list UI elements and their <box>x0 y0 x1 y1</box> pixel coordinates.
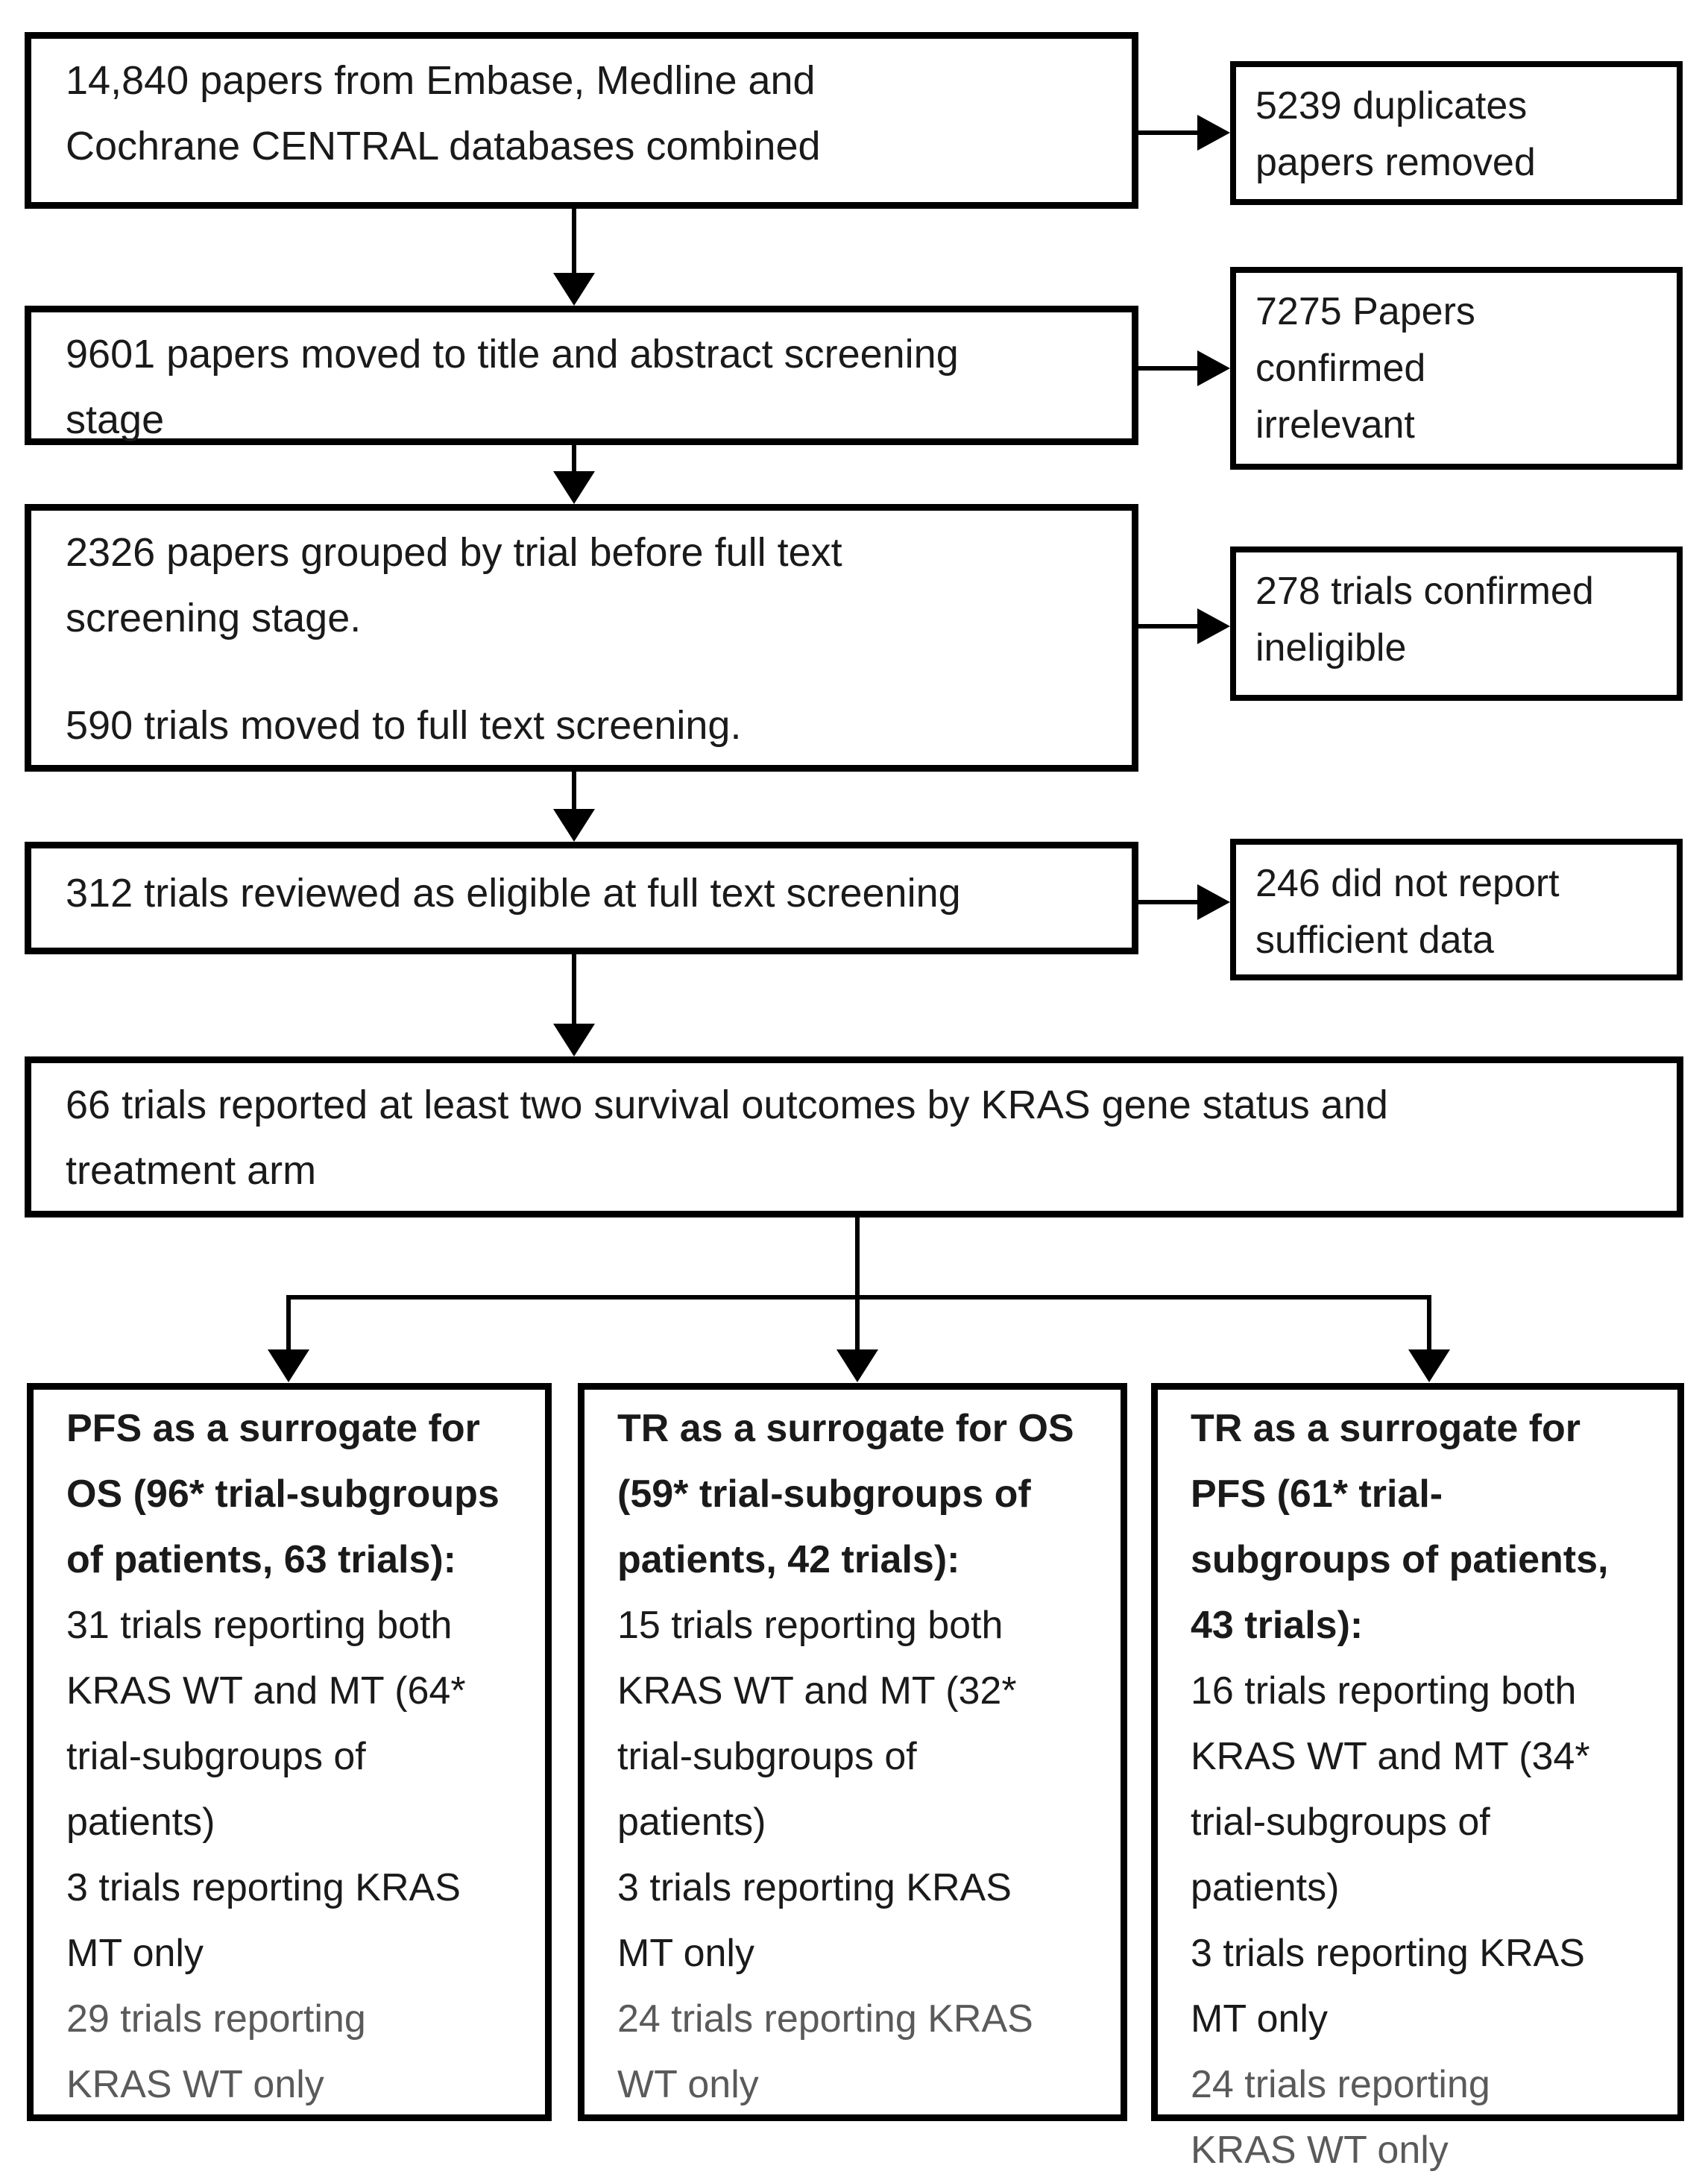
eligible-trials-box: 312 trials reviewed as eligible at full … <box>25 842 1138 954</box>
search-results-box: 14,840 papers from Embase, Medline and C… <box>25 32 1138 209</box>
arrow-head-icon <box>553 471 595 504</box>
pfs-os-body: 31 trials reporting both KRAS WT and MT … <box>66 1604 466 1975</box>
arrow-stem <box>572 209 576 274</box>
branch-arrow-right <box>1408 1295 1450 1382</box>
arrow-head-icon <box>553 273 595 306</box>
arrow-head-icon <box>553 809 595 842</box>
duplicates-removed-box: 5239 duplicates papers removed <box>1230 61 1683 205</box>
trials-moved-text: 590 trials moved to full text screening. <box>66 703 742 748</box>
arrow-head-icon <box>1197 884 1230 920</box>
tr-pfs-header: TR as a surrogate for PFS (61* trial- su… <box>1191 1407 1609 1647</box>
arrow-stem <box>572 954 576 1025</box>
ineligible-trials-box: 278 trials confirmed ineligible <box>1230 546 1683 701</box>
arrow-stem <box>1138 900 1199 904</box>
duplicates-removed-text: 5239 duplicates papers removed <box>1255 84 1536 184</box>
included-trials-text: 66 trials reported at least two survival… <box>66 1083 1388 1193</box>
tr-os-muted: 24 trials reporting KRAS WT only <box>617 1997 1033 2106</box>
irrelevant-papers-box: 7275 Papers confirmed irrelevant <box>1230 267 1683 470</box>
arrow-head-icon <box>1197 115 1230 151</box>
arrow-head-icon <box>836 1349 878 1382</box>
irrelevant-papers-text: 7275 Papers confirmed irrelevant <box>1255 290 1475 447</box>
arrow-head-icon <box>1408 1349 1450 1382</box>
insufficient-data-text: 246 did not report sufficient data <box>1255 862 1560 962</box>
branch-arrow-middle <box>836 1295 878 1382</box>
flow-arrow-down-3 <box>553 772 595 842</box>
tr-pfs-outcome-box: TR as a surrogate for PFS (61* trial- su… <box>1151 1383 1684 2172</box>
tr-os-header: TR as a surrogate for OS (59* trial-subg… <box>617 1407 1074 1581</box>
arrow-head-icon <box>1197 608 1230 644</box>
title-abstract-screening-box: 9601 papers moved to title and abstract … <box>25 306 1138 445</box>
arrow-stem <box>855 1295 860 1352</box>
flow-arrow-down-1 <box>553 209 595 306</box>
exclusion-arrow-1 <box>1138 115 1230 151</box>
full-text-grouping-box: 2326 papers grouped by trial before full… <box>25 504 1138 772</box>
tr-os-body: 15 trials reporting both KRAS WT and MT … <box>617 1604 1017 1975</box>
branch-arrow-left <box>268 1295 309 1382</box>
branch-stem <box>855 1217 860 1300</box>
arrow-stem <box>1138 130 1199 135</box>
arrow-stem <box>1427 1295 1431 1352</box>
flow-arrow-down-2 <box>553 445 595 504</box>
arrow-stem <box>1138 624 1199 629</box>
arrow-stem <box>1138 366 1199 371</box>
title-abstract-screening-text: 9601 papers moved to title and abstract … <box>66 332 959 442</box>
tr-pfs-muted: 24 trials reporting KRAS WT only <box>1191 2063 1490 2172</box>
pfs-os-header: PFS as a surrogate for OS (96* trial-sub… <box>66 1407 500 1581</box>
pfs-os-muted: 29 trials reporting KRAS WT only <box>66 1997 366 2106</box>
ineligible-trials-text: 278 trials confirmed ineligible <box>1255 570 1594 670</box>
arrow-head-icon <box>553 1024 595 1056</box>
eligible-trials-text: 312 trials reviewed as eligible at full … <box>66 871 961 916</box>
tr-pfs-body: 16 trials reporting both KRAS WT and MT … <box>1191 1669 1590 2041</box>
pfs-os-outcome-box: PFS as a surrogate for OS (96* trial-sub… <box>27 1383 552 2121</box>
arrow-head-icon <box>1197 350 1230 386</box>
arrow-stem <box>572 445 576 473</box>
arrow-stem <box>286 1295 291 1352</box>
exclusion-arrow-3 <box>1138 608 1230 644</box>
tr-os-outcome-box: TR as a surrogate for OS (59* trial-subg… <box>578 1383 1127 2121</box>
arrow-head-icon <box>268 1349 309 1382</box>
included-trials-box: 66 trials reported at least two survival… <box>25 1056 1683 1217</box>
flow-arrow-down-4 <box>553 954 595 1056</box>
insufficient-data-box: 246 did not report sufficient data <box>1230 839 1683 980</box>
arrow-stem <box>572 772 576 810</box>
exclusion-arrow-4 <box>1138 884 1230 920</box>
exclusion-arrow-2 <box>1138 350 1230 386</box>
search-results-text: 14,840 papers from Embase, Medline and C… <box>66 58 821 168</box>
papers-grouped-text: 2326 papers grouped by trial before full… <box>66 530 842 640</box>
